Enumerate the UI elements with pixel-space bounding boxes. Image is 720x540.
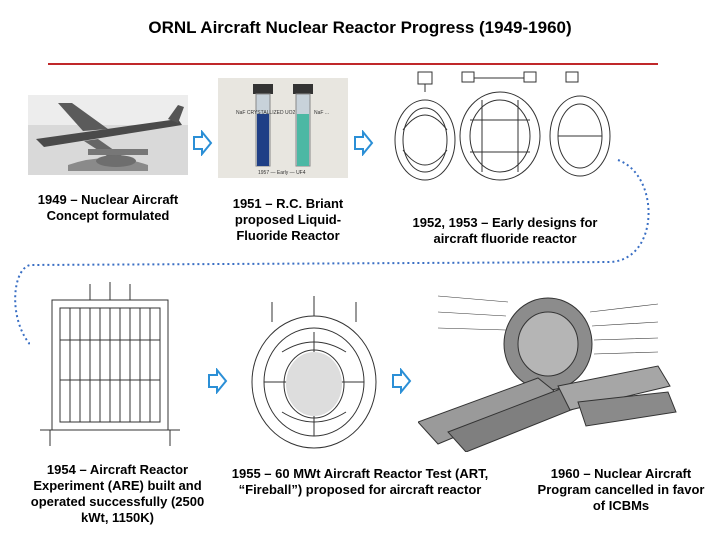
are-reactor-drawing: [30, 280, 190, 450]
arrow-right-icon-4: [390, 368, 412, 394]
fluoride-vials-photo: NaF CRYSTALLIZED UO2 NaF ... 1957 — Earl…: [218, 78, 348, 178]
page-title: ORNL Aircraft Nuclear Reactor Progress (…: [0, 18, 720, 38]
vial-label-left: NaF CRYSTALLIZED UO2: [236, 110, 295, 116]
caption-1960: 1960 – Nuclear Aircraft Program cancelle…: [535, 466, 707, 514]
arrow-right-icon-2: [352, 130, 374, 156]
vial-label-right: NaF ...: [314, 110, 329, 116]
early-reactor-designs-drawing: [390, 70, 615, 188]
caption-1955: 1955 – 60 MWt Aircraft Reactor Test (ART…: [230, 466, 490, 498]
arrow-right-icon-1: [191, 130, 213, 156]
title-rule: [48, 63, 658, 65]
caption-1952: 1952, 1953 – Early designs for aircraft …: [395, 215, 615, 247]
aircraft-model-photo: [28, 95, 188, 175]
aircraft-engine-cutaway-drawing: [418, 282, 680, 452]
vial-label-bottom: 1957 — Early — UF4: [258, 170, 306, 176]
fireball-reactor-drawing: [232, 292, 400, 452]
caption-1951: 1951 – R.C. Briant proposed Liquid-Fluor…: [218, 196, 358, 244]
caption-1954: 1954 – Aircraft Reactor Experiment (ARE)…: [20, 462, 215, 526]
caption-1949: 1949 – Nuclear Aircraft Concept formulat…: [28, 192, 188, 224]
arrow-right-icon-3: [206, 368, 228, 394]
